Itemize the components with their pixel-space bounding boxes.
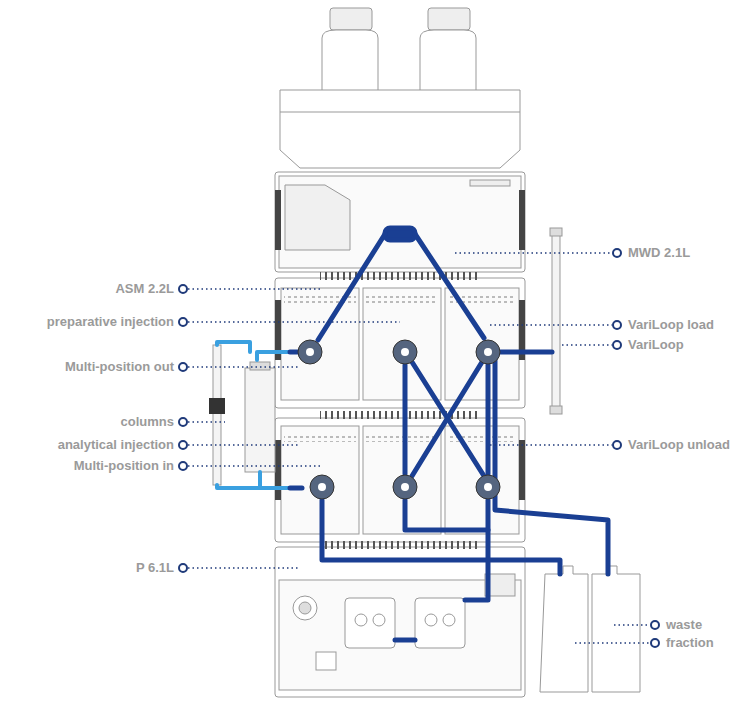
leader-lines [188,253,650,643]
callout-label: ASM 2.2L [115,281,174,297]
callout-label: preparative injection [47,314,174,330]
callout-label: VariLoop unload [628,437,730,453]
callout-markers [179,249,659,647]
callout-label: Multi-position in [74,458,174,474]
callout-label: waste [666,617,702,633]
callout-label: analytical injection [58,437,174,453]
callout-label: MWD 2.1L [628,245,690,261]
callout-label: fraction [666,635,714,651]
callout-label: P 6.1L [136,560,174,576]
callout-label: VariLoop load [628,317,714,333]
callout-label: columns [121,414,174,430]
callout-label: Multi-position out [65,359,174,375]
callout-label: VariLoop [628,337,684,353]
